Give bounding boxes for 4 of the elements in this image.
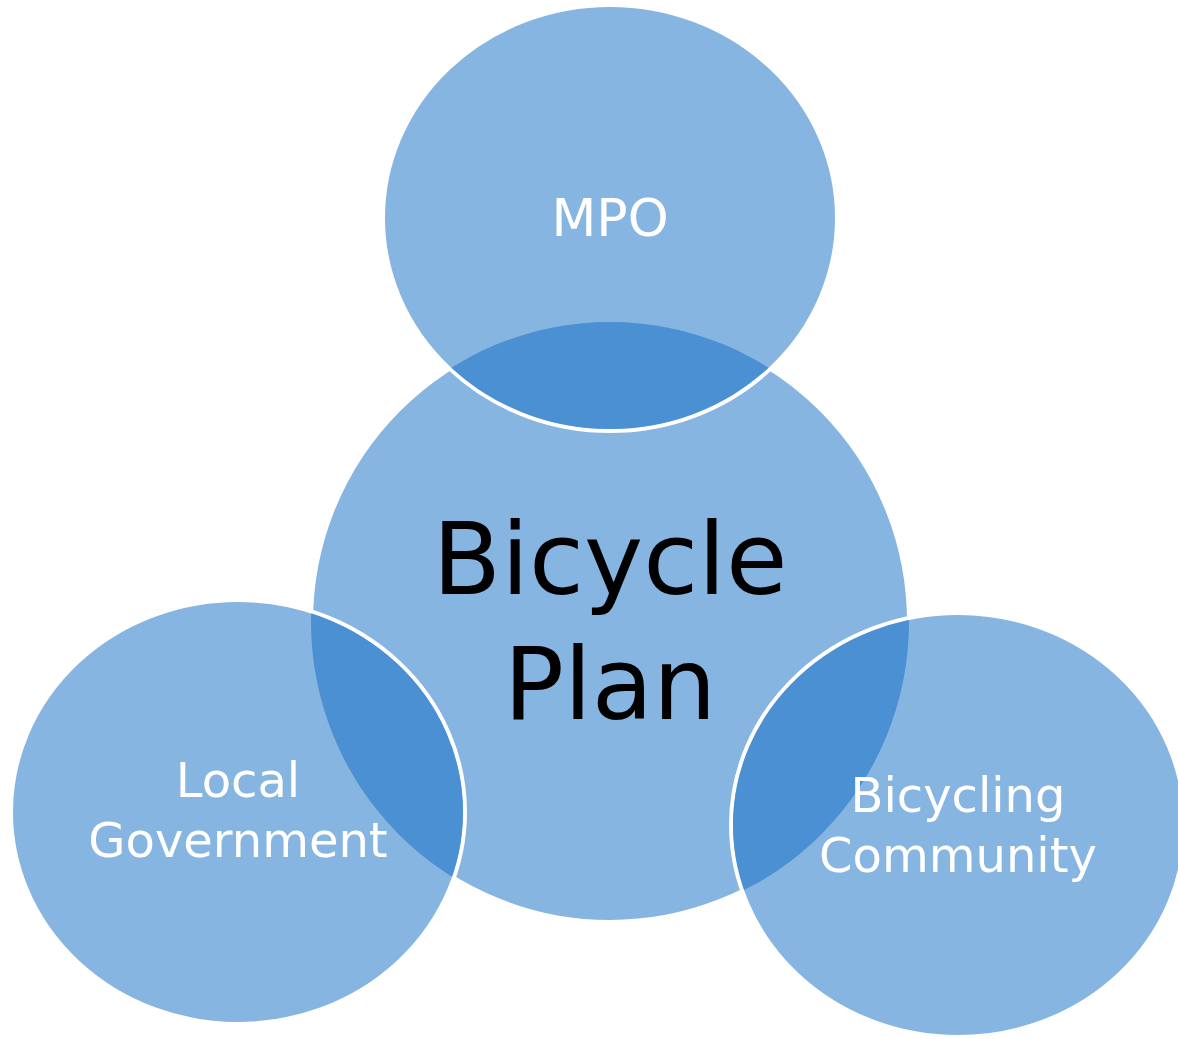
circle-label: Bicycling Community [818, 766, 1098, 885]
circle-label: MPO [550, 186, 670, 250]
circle-label: Bicycle Plan [431, 500, 789, 745]
circle-label: Local Government [87, 751, 389, 870]
